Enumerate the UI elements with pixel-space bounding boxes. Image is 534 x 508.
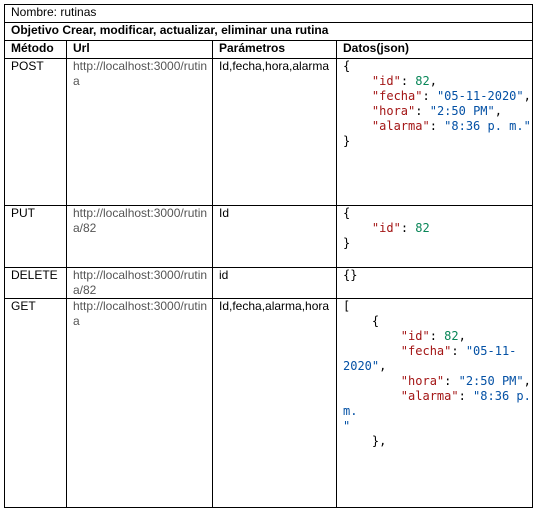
header-url: Url	[66, 40, 213, 59]
title-row: Nombre: rutinas	[4, 4, 533, 23]
objective-row: Objetivo Crear, modificar, actualizar, e…	[4, 22, 533, 41]
json-key: "fecha"	[400, 344, 452, 358]
json-value: "	[343, 419, 351, 433]
json-value: 2020"	[343, 359, 380, 373]
json-line: }	[343, 236, 351, 250]
json-brace: {	[371, 314, 380, 328]
json-key: "id"	[400, 329, 430, 343]
json-line: [	[343, 299, 351, 313]
json-value: "05-11-	[465, 344, 517, 358]
json-key: "hora"	[371, 104, 416, 118]
json-value: 82	[415, 74, 430, 88]
json-value: "8:36 p. m.	[343, 389, 531, 418]
json-value: "2:50 PM"	[429, 104, 495, 118]
json-value: "05-11-2020"	[436, 89, 524, 103]
method-cell: GET	[4, 298, 67, 508]
json-line: 2020",	[343, 359, 387, 373]
json-cell: { "id": 82 }	[336, 205, 533, 268]
json-key: "hora"	[400, 374, 445, 388]
json-brace: },	[371, 434, 387, 448]
json-line: {	[343, 59, 351, 73]
json-line: "	[343, 419, 532, 434]
json-key: "alarma"	[400, 389, 459, 403]
params-cell: Id,fecha,hora,alarma	[212, 58, 337, 206]
api-spec-table: Nombre: rutinas Objetivo Crear, modifica…	[4, 4, 533, 508]
json-cell: { "id": 82, "fecha": "05-11-2020", "hora…	[336, 58, 533, 206]
objective-text: Objetivo Crear, modificar, actualizar, e…	[4, 22, 533, 41]
json-value: "2:50 PM"	[458, 374, 524, 388]
params-cell: Id	[212, 205, 337, 268]
method-cell: POST	[4, 58, 67, 206]
json-line: "id": 82	[371, 221, 430, 235]
json-line: "id": 82,	[400, 329, 466, 343]
header-params: Parámetros	[212, 40, 337, 59]
header-row: Método Url Parámetros Datos(json)	[4, 40, 533, 59]
json-line: {	[343, 314, 532, 329]
table-row: GET http://localhost:3000/rutina Id,fech…	[4, 298, 533, 508]
json-cell: {}	[336, 267, 533, 299]
table-row: DELETE http://localhost:3000/rutina/82 i…	[4, 267, 533, 299]
params-cell: id	[212, 267, 337, 299]
method-cell: PUT	[4, 205, 67, 268]
json-line: "hora": "2:50 PM",	[371, 104, 502, 118]
json-line: }	[343, 134, 351, 148]
url-cell: http://localhost:3000/rutina	[66, 298, 213, 508]
json-line: "fecha": "05-11-	[400, 344, 517, 358]
json-value: 82	[444, 329, 459, 343]
document-title: Nombre: rutinas	[4, 4, 533, 23]
json-key: "alarma"	[371, 119, 430, 133]
json-key: "id"	[371, 74, 401, 88]
url-cell: http://localhost:3000/rutina/82	[66, 267, 213, 299]
method-cell: DELETE	[4, 267, 67, 299]
url-cell: http://localhost:3000/rutina	[66, 58, 213, 206]
header-data: Datos(json)	[336, 40, 533, 59]
table-row: POST http://localhost:3000/rutina Id,fec…	[4, 58, 533, 206]
json-line: "alarma": "8:36 p. m."	[371, 119, 531, 133]
json-line: {}	[343, 268, 358, 282]
json-key: "id"	[371, 221, 401, 235]
header-method: Método	[4, 40, 67, 59]
url-cell: http://localhost:3000/rutina/82	[66, 205, 213, 268]
json-value: "8:36 p. m."	[444, 119, 531, 133]
json-line: "alarma": "8:36 p. m.	[343, 389, 532, 419]
json-cell: [ { "id": 82, "fecha": "05-11- 2020", "h…	[336, 298, 533, 508]
json-line: {	[343, 206, 351, 220]
json-line: "fecha": "05-11-2020",	[371, 89, 531, 103]
json-value: 82	[415, 221, 430, 235]
json-line: "hora": "2:50 PM",	[400, 374, 531, 388]
params-cell: Id,fecha,alarma,hora	[212, 298, 337, 508]
json-line: "id": 82,	[371, 74, 437, 88]
table-row: PUT http://localhost:3000/rutina/82 Id {…	[4, 205, 533, 268]
json-key: "fecha"	[371, 89, 423, 103]
json-line: },	[343, 434, 532, 449]
